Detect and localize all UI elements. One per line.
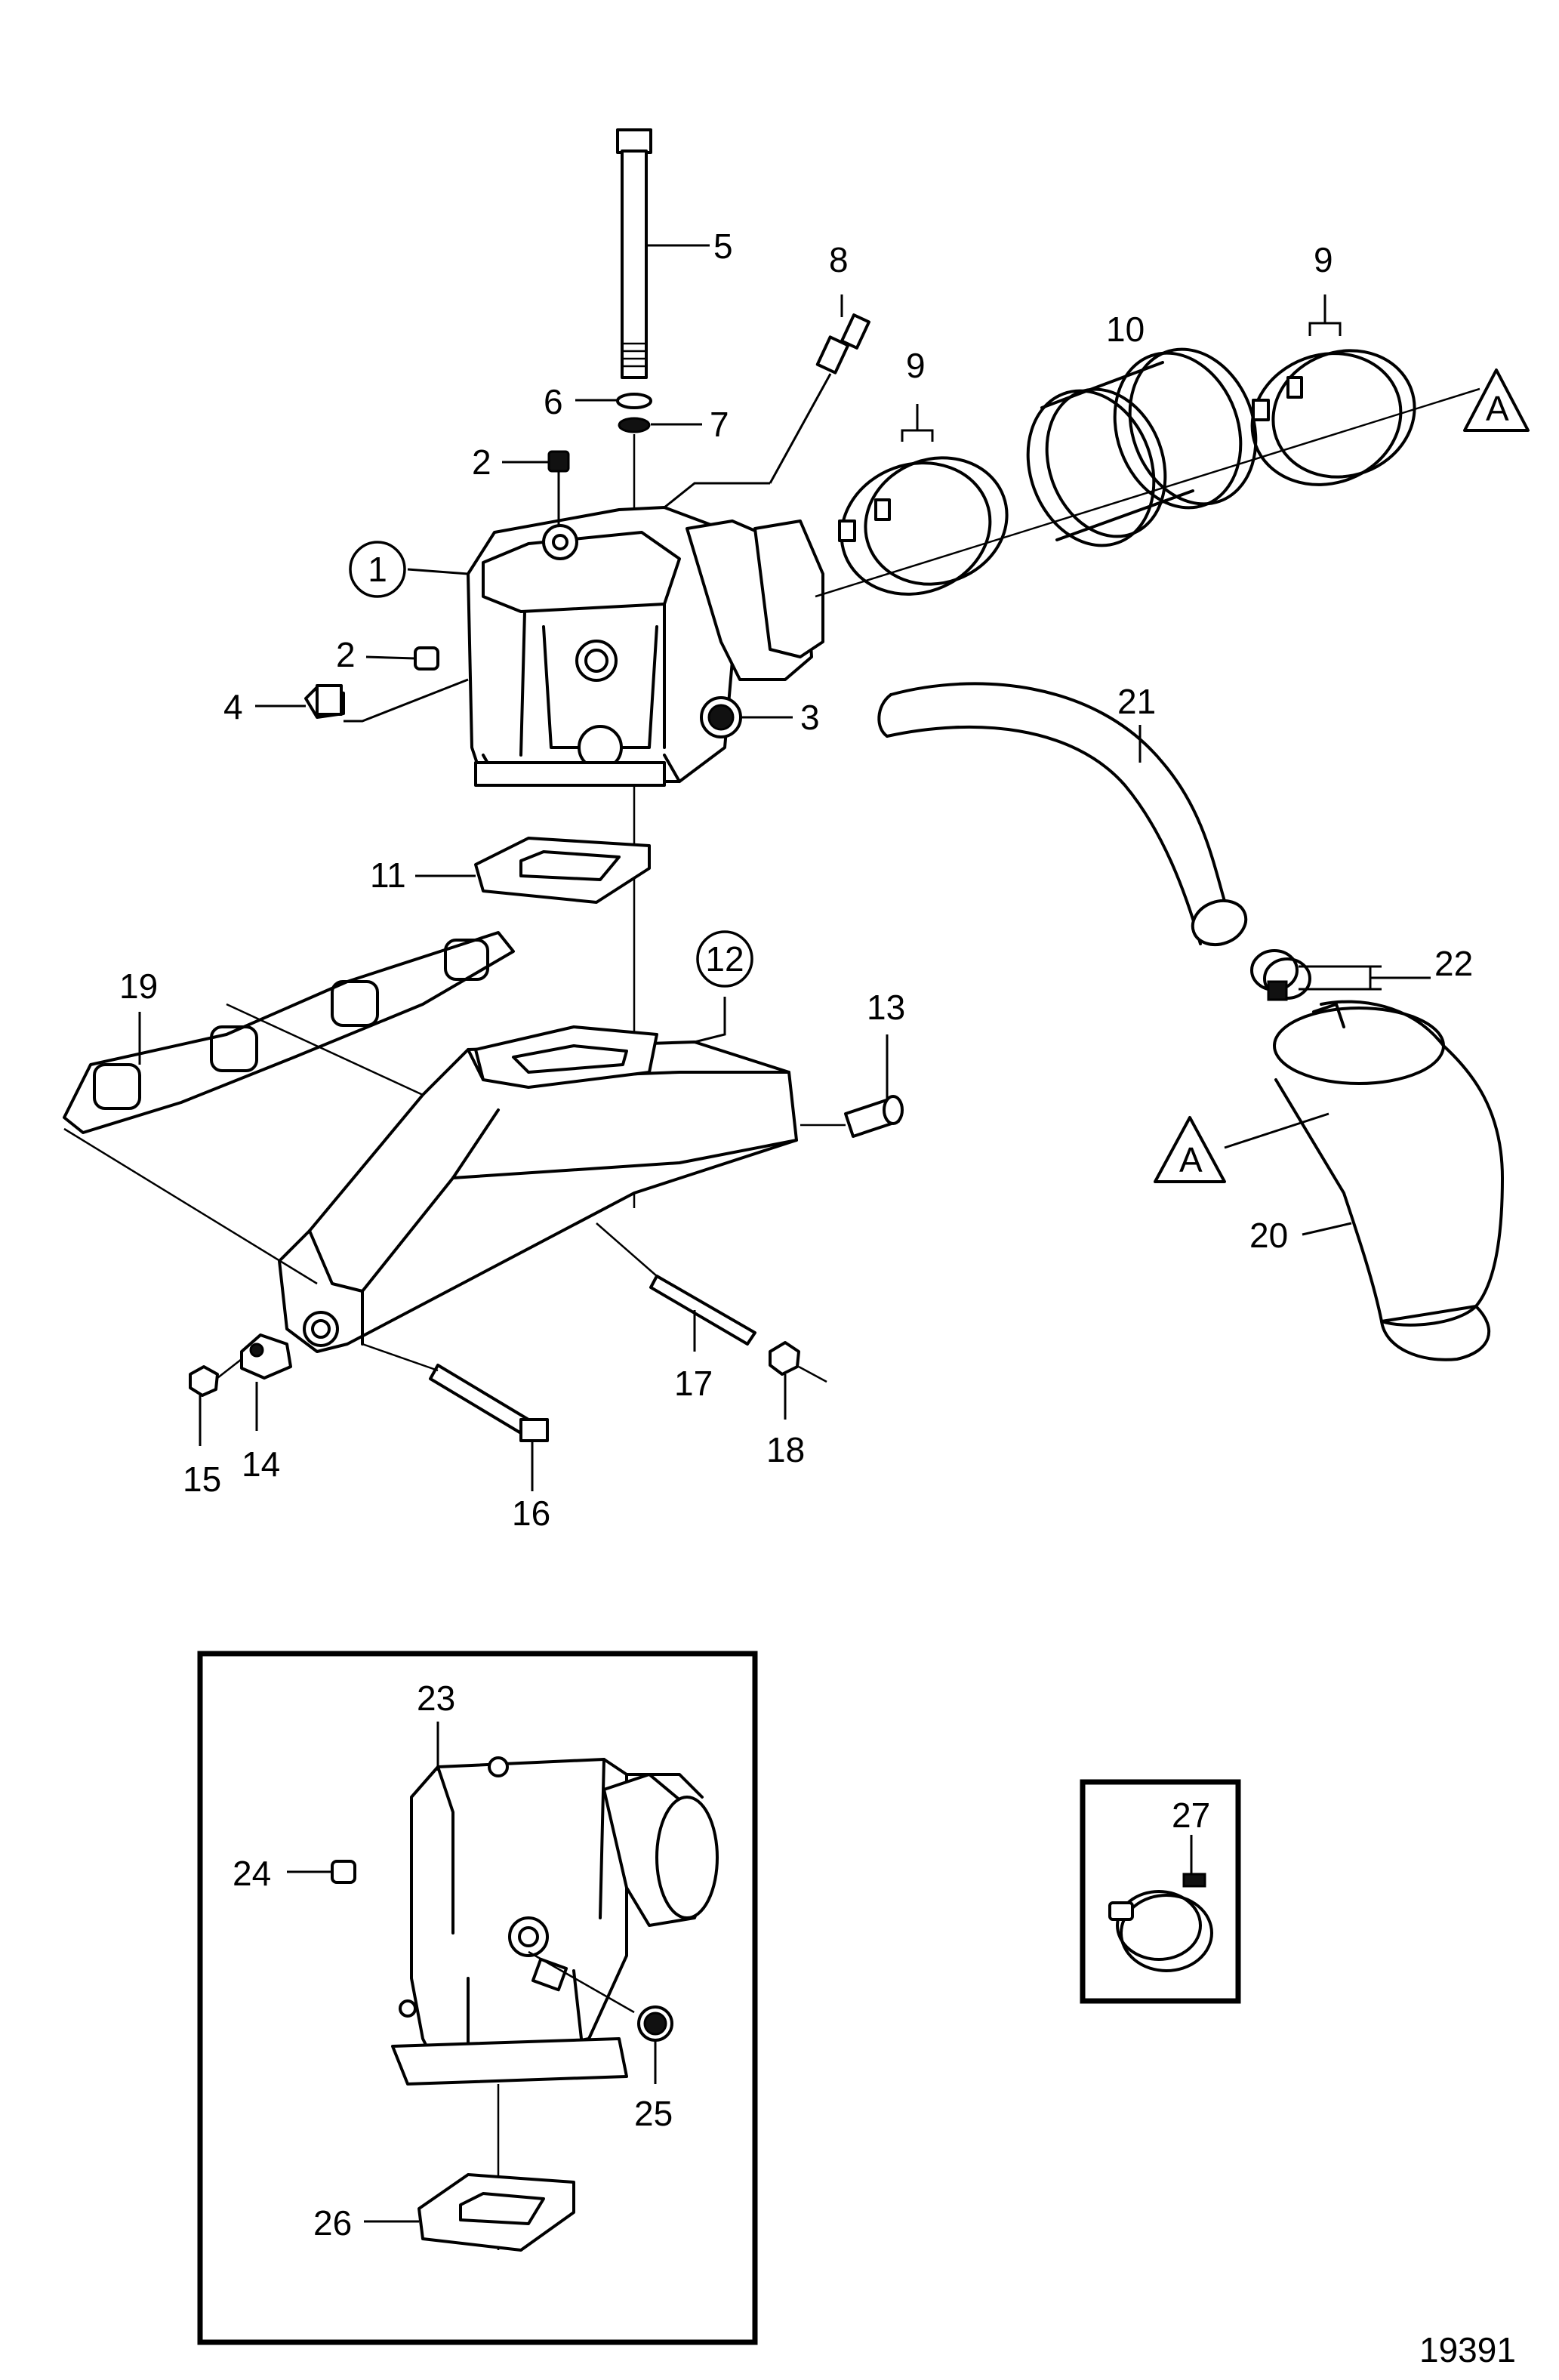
callout-2-side: 2 [336,635,356,674]
callout-4: 4 [223,687,243,726]
washer-6 [616,393,652,409]
bolt-16 [429,1364,549,1442]
callout-13: 13 [867,988,905,1027]
svg-text:1: 1 [368,550,387,589]
bolt-5 [616,128,652,379]
sensor-8 [815,313,870,375]
manifold-12 [278,1025,798,1353]
plug-25 [637,2005,673,2042]
callout-18: 18 [766,1430,805,1469]
elbow-20 [1273,1000,1504,1361]
riser-elbow-23 [391,1756,719,2086]
svg-text:A: A [1179,1140,1203,1179]
plug-14 [240,1333,292,1380]
callout-5: 5 [713,227,733,266]
svg-text:A: A [1486,389,1509,428]
plug-15 [189,1365,219,1397]
nut-18 [769,1341,800,1376]
gasket-26 [417,2173,575,2252]
drawing-number: 19391 [1419,2330,1516,2369]
hose-21 [877,682,1248,947]
callout-23: 23 [417,1679,455,1718]
plug-2-top [547,450,570,473]
stud-17 [649,1275,756,1346]
callout-12: 12 [696,930,753,988]
callout-17: 17 [674,1364,713,1403]
svg-text:12: 12 [705,939,744,979]
callout-11: 11 [370,856,406,895]
clamp-22 [1250,949,1311,1001]
riser-elbow-1 [467,506,824,787]
callout-20: 20 [1249,1216,1288,1255]
callout-19: 19 [119,966,158,1006]
inset-frame-clamp [1080,1779,1241,2004]
clamp-9-left [838,456,1009,596]
callout-7: 7 [710,405,729,444]
callout-25: 25 [634,2094,673,2133]
marker-a-right: A [1463,368,1530,432]
plug-2-side [414,646,439,671]
clamp-9-right [1250,349,1416,486]
callout-6: 6 [544,382,563,421]
callout-8: 8 [829,240,849,279]
callout-14: 14 [242,1444,280,1484]
bellows-10 [1026,347,1258,547]
fitting-4 [304,684,345,719]
callout-2-top: 2 [472,442,491,482]
callout-10: 10 [1106,310,1145,349]
hose-clamp-27 [1108,1873,1213,1972]
gasket-11 [474,837,651,904]
callout-9-left: 9 [906,346,926,385]
callout-9-right: 9 [1314,240,1333,279]
callout-21: 21 [1117,682,1156,721]
callout-16: 16 [512,1494,550,1533]
fitting-13 [844,1095,904,1138]
marker-a-left: A [1154,1116,1226,1183]
callout-3: 3 [800,698,820,737]
washer-7 [618,417,651,433]
callout-24: 24 [233,1854,271,1893]
inset-frame-alternative-riser [197,1651,758,2345]
callout-27: 27 [1172,1796,1210,1835]
callout-1: 1 [349,541,406,598]
callout-26: 26 [313,2203,352,2243]
callout-15: 15 [183,1460,221,1499]
plug-24 [331,1860,356,1884]
plug-3 [700,696,742,738]
callout-22: 22 [1434,944,1473,983]
